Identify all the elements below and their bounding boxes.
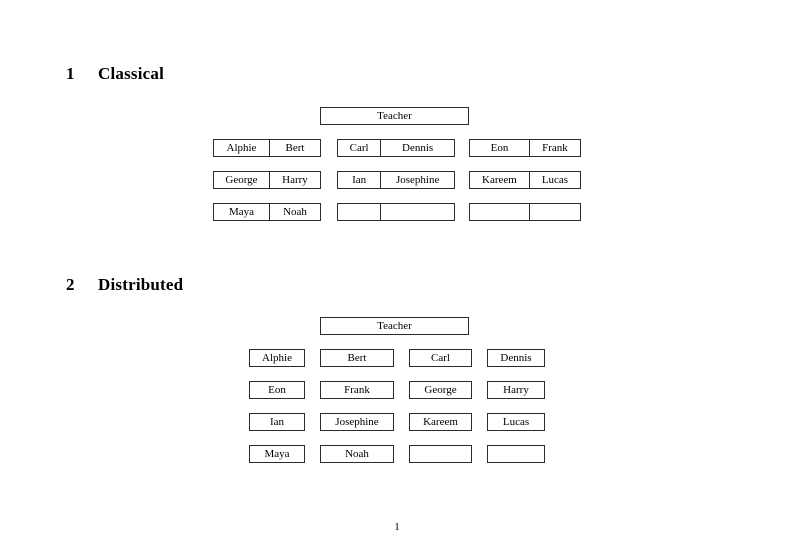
student-box: Lucas	[487, 413, 545, 431]
student-box: Maya	[249, 445, 305, 463]
page-number: 1	[394, 521, 400, 533]
student-cell: Josephine	[380, 172, 454, 188]
section-title: Distributed	[98, 275, 184, 294]
student-box: Alphie	[249, 349, 305, 367]
student-cell: George	[225, 174, 258, 186]
student-cell: Carl	[349, 142, 369, 154]
student-box: Harry	[487, 381, 545, 399]
table-row: George Harry	[213, 171, 321, 189]
table-row: Alphie Bert	[213, 139, 321, 157]
student-box: Eon	[249, 381, 305, 399]
table-row: Carl Dennis	[337, 139, 455, 157]
table-row: Kareem Lucas	[469, 171, 581, 189]
student-box: Carl	[409, 349, 472, 367]
student-cell: Alphie	[226, 142, 257, 154]
student-box: Frank	[320, 381, 394, 399]
section-heading-classical: 1 Classical	[66, 64, 164, 84]
table-row: Eon Frank	[469, 139, 581, 157]
student-cell-empty	[470, 204, 529, 220]
student-box-empty	[409, 445, 472, 463]
student-box: Kareem	[409, 413, 472, 431]
table-row: Maya Noah	[213, 203, 321, 221]
student-cell: Dennis	[380, 140, 454, 156]
teacher-box-classical: Teacher	[320, 107, 469, 125]
table-row: Ian Josephine	[337, 171, 455, 189]
student-box: Noah	[320, 445, 394, 463]
student-box: Bert	[320, 349, 394, 367]
student-box: George	[409, 381, 472, 399]
section-number: 2	[66, 275, 75, 294]
student-box: Ian	[249, 413, 305, 431]
table-row	[337, 203, 455, 221]
student-cell-empty	[380, 204, 454, 220]
section-title: Classical	[98, 64, 165, 83]
student-cell: Frank	[528, 140, 580, 156]
student-cell: Eon	[490, 142, 509, 154]
student-cell: Kareem	[482, 174, 517, 186]
student-box: Josephine	[320, 413, 394, 431]
student-cell: Maya	[228, 206, 254, 218]
student-cell: Harry	[268, 172, 320, 188]
student-cell-empty	[528, 204, 580, 220]
section-heading-distributed: 2 Distributed	[66, 275, 183, 295]
table-row	[469, 203, 581, 221]
student-box: Dennis	[487, 349, 545, 367]
student-cell-empty	[338, 204, 380, 220]
student-box-empty	[487, 445, 545, 463]
section-number: 1	[66, 64, 75, 83]
student-cell: Bert	[268, 140, 320, 156]
student-cell: Ian	[352, 174, 367, 186]
student-cell: Noah	[268, 204, 320, 220]
student-cell: Lucas	[528, 172, 580, 188]
teacher-box-distributed: Teacher	[320, 317, 469, 335]
